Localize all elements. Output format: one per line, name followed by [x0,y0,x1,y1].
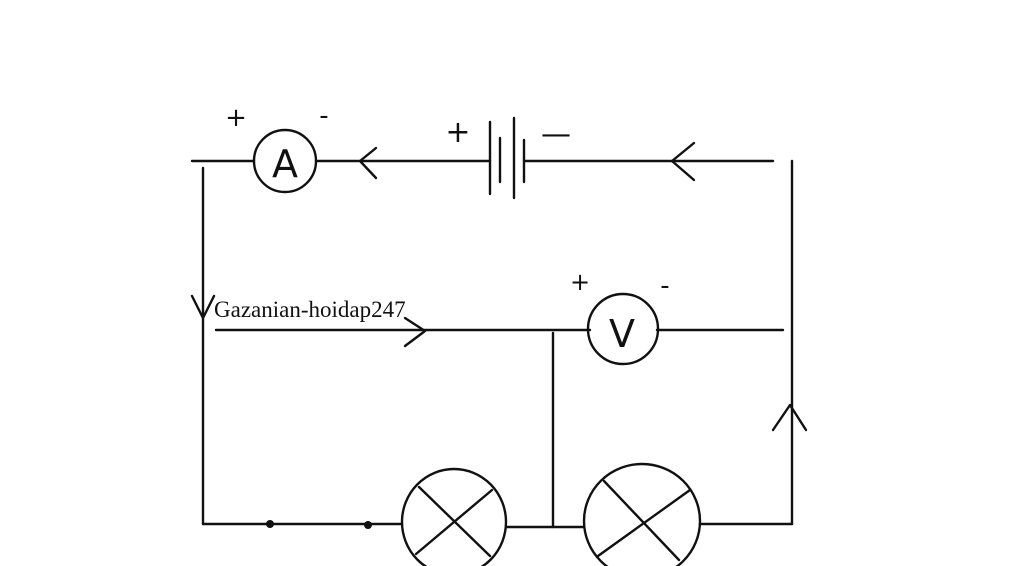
lamp-2-filament [602,479,681,562]
current-arrow-middle [403,316,427,348]
battery-plus-label: + [445,115,470,150]
ammeter: A + - [225,101,329,194]
current-arrow-top-right [670,141,696,182]
current-arrow-right [771,403,808,432]
ammeter-minus-label: - [319,101,328,131]
battery: + — [445,115,571,200]
lamp-2-filament [596,488,692,558]
voltmeter-minus-label: - [660,271,669,301]
voltmeter-circle [586,292,660,366]
battery-minus-label: — [541,117,571,152]
current-arrow-top-left [358,146,378,180]
lamp-1-bulb [400,467,508,566]
node-dot [266,520,274,528]
lamp-1-filament [414,488,494,556]
lamp-1 [400,467,508,566]
lamp-2 [582,462,702,566]
lamp-2-bulb [582,462,702,566]
voltmeter-symbol: V [609,312,635,356]
ammeter-symbol: A [272,142,298,186]
ammeter-plus-label: + [225,103,247,133]
current-arrow-left [190,294,216,320]
voltmeter-plus-label: + [570,268,590,296]
voltmeter: V + - [570,268,670,366]
watermark-text: Gazanian-hoidap247 [214,297,406,322]
node-dot [364,521,372,529]
